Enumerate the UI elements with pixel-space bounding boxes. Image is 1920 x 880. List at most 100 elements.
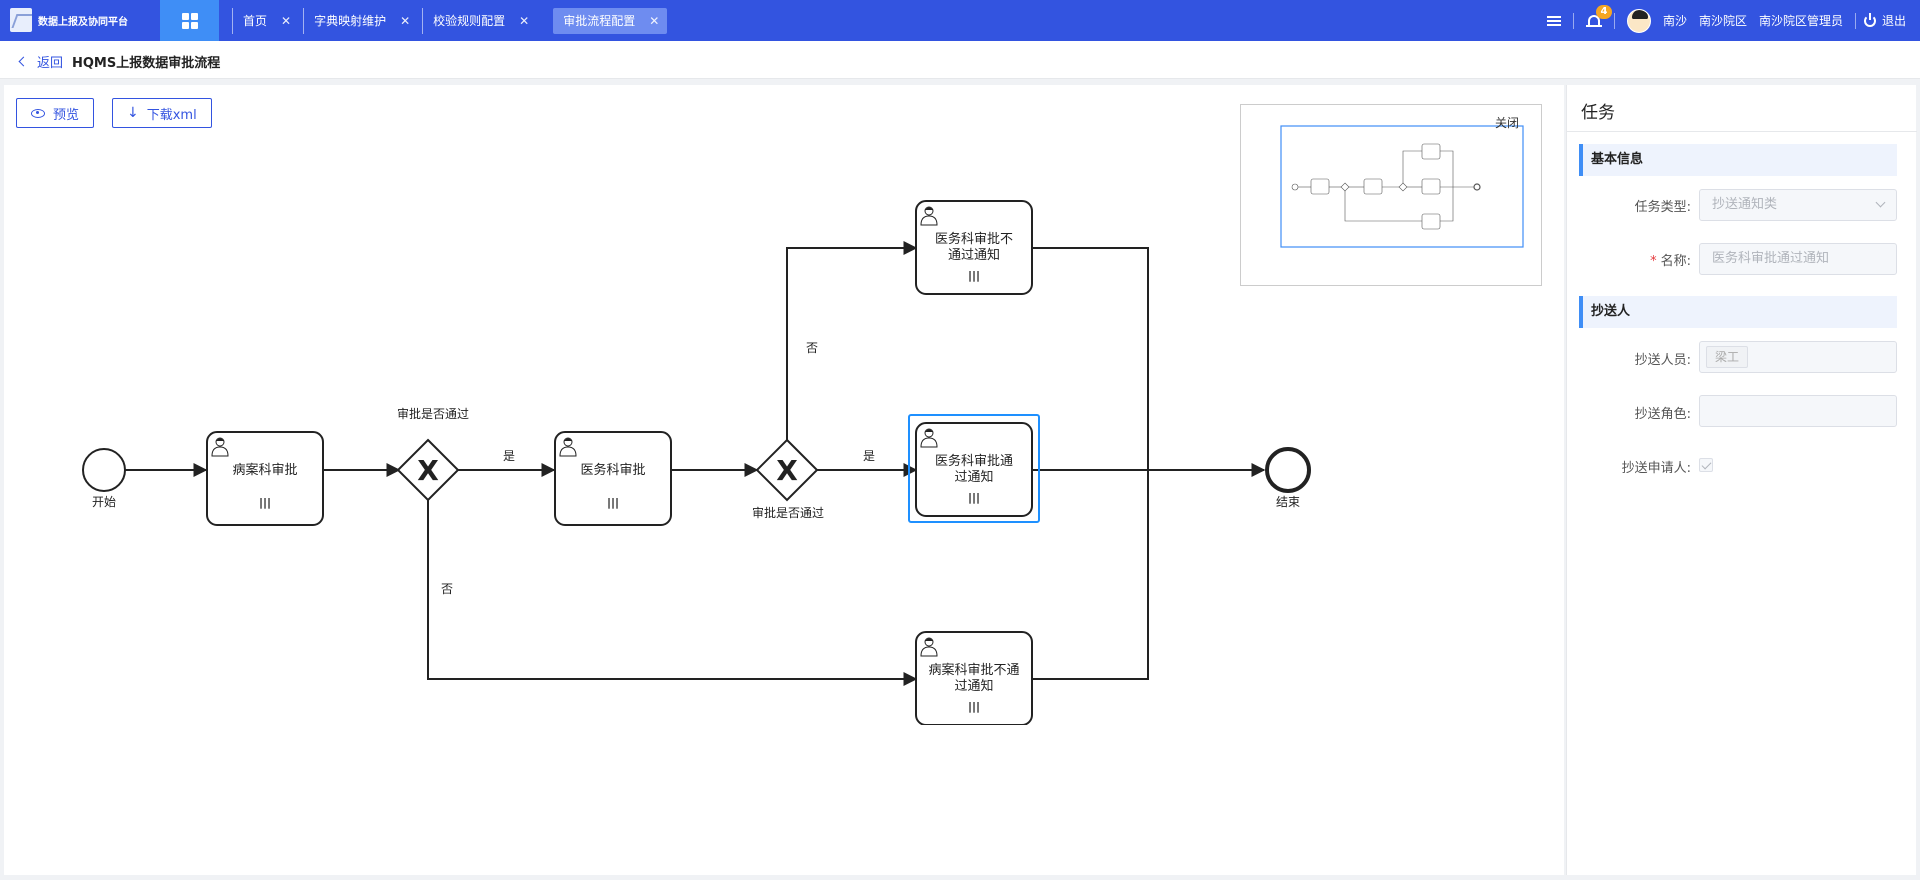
name-label: *名称: bbox=[1567, 250, 1691, 269]
multi-instance-marker: ||| bbox=[607, 496, 619, 509]
eye-icon bbox=[31, 108, 45, 118]
campus-name[interactable]: 南沙院区 bbox=[1698, 14, 1747, 28]
name-input[interactable]: 医务科审批通过通知 bbox=[1699, 243, 1897, 275]
app-logo bbox=[10, 8, 32, 32]
flow-label-yes: 是 bbox=[863, 449, 875, 463]
multi-instance-marker: ||| bbox=[968, 700, 980, 713]
user-name[interactable]: 南沙 bbox=[1662, 14, 1687, 28]
multi-instance-marker: ||| bbox=[259, 496, 271, 509]
cc-roles-label: 抄送角色: bbox=[1634, 407, 1691, 422]
name-value: 医务科审批通过通知 bbox=[1712, 251, 1830, 266]
task-label-line2: 过通知 bbox=[954, 678, 993, 694]
selection-outline bbox=[908, 414, 1040, 523]
list-icon[interactable] bbox=[1546, 15, 1561, 27]
minimap-close-button[interactable]: 关闭 bbox=[1494, 116, 1519, 130]
task-label: 病案科审批 bbox=[232, 463, 297, 478]
task-medical-approval: 医务科审批 ||| bbox=[554, 431, 672, 526]
back-label: 返回 bbox=[37, 56, 64, 71]
flow-rejects-merge bbox=[1032, 247, 1149, 680]
download-xml-button[interactable]: ↓ 下载xml bbox=[112, 98, 212, 128]
tab-label: 首页 bbox=[243, 14, 268, 28]
gateway-marker: X bbox=[417, 454, 439, 487]
section-cc[interactable]: 抄送人 bbox=[1579, 296, 1897, 328]
start-event bbox=[82, 448, 126, 492]
properties-panel: 任务 基本信息 任务类型: 抄送通知类 *名称: 医务科审批通过通知 抄送人 抄… bbox=[1566, 85, 1917, 875]
app-title: 数据上报及协同平台 bbox=[38, 17, 128, 28]
multi-instance-marker: ||| bbox=[968, 491, 980, 504]
gateway-1: X 审批是否通过 bbox=[396, 406, 469, 502]
close-icon[interactable]: ✕ bbox=[400, 13, 411, 28]
back-button[interactable]: 返回 bbox=[18, 52, 64, 71]
minimap[interactable]: 关闭 bbox=[1240, 104, 1542, 286]
bpmn-diagram: 开始 结束 病案科审批 ||| X 审批是否通过 是 否 医务科审批 ||| bbox=[82, 200, 1311, 725]
logout-button[interactable]: 退出 bbox=[1881, 14, 1906, 28]
sequence-flows bbox=[125, 241, 1266, 686]
gateway-label: 审批是否通过 bbox=[752, 505, 824, 520]
user-role[interactable]: 南沙院区管理员 bbox=[1758, 14, 1843, 28]
name-label-text: 名称: bbox=[1660, 254, 1691, 269]
cc-users-select[interactable]: 梁工 bbox=[1699, 341, 1897, 373]
tab-home[interactable]: 首页 ✕ bbox=[232, 7, 299, 34]
gateway-marker: X bbox=[776, 454, 798, 487]
download-label: 下载xml bbox=[146, 107, 197, 123]
task-label-line1: 病案科审批不通 bbox=[928, 663, 1019, 678]
tab-validation-rules[interactable]: 校验规则配置 ✕ bbox=[422, 7, 537, 34]
tab-label: 审批流程配置 bbox=[563, 14, 636, 28]
chevron-left-icon bbox=[18, 56, 29, 67]
download-arrow-icon: ↓ bbox=[127, 105, 139, 121]
task-medical-pass-notify: 医务科审批通 过通知 ||| bbox=[908, 414, 1040, 523]
task-pathology-reject-notify: 病案科审批不通 过通知 ||| bbox=[915, 631, 1033, 725]
tab-bar: 首页 ✕ 字典映射维护 ✕ 校验规则配置 ✕ 审批流程配置 ✕ bbox=[232, 0, 671, 41]
gateway-label: 审批是否通过 bbox=[397, 406, 469, 421]
divider bbox=[1854, 12, 1856, 29]
apps-menu-button[interactable] bbox=[160, 0, 219, 41]
top-bar: 数据上报及协同平台 首页✕ 字典映射维护✕ 校验规则配置✕ 审批流程配置✕ 4 … bbox=[0, 0, 1920, 41]
task-medical-reject-notify: 医务科审批不 通过通知 ||| bbox=[915, 200, 1033, 295]
cc-roles-select[interactable] bbox=[1699, 395, 1897, 427]
divider bbox=[1613, 12, 1615, 29]
user-avatar[interactable] bbox=[1626, 8, 1651, 33]
cc-users-label: 抄送人员: bbox=[1634, 353, 1691, 368]
minimap-viewport bbox=[1280, 125, 1524, 248]
divider bbox=[1567, 131, 1917, 132]
start-label: 开始 bbox=[92, 495, 116, 509]
end-label: 结束 bbox=[1276, 495, 1300, 509]
power-icon[interactable] bbox=[1863, 12, 1876, 27]
tab-label: 字典映射维护 bbox=[314, 14, 387, 28]
end-event bbox=[1265, 447, 1311, 493]
flow-gateway1-no bbox=[427, 500, 918, 686]
notification-bell-icon[interactable]: 4 bbox=[1585, 4, 1612, 29]
task-label-line1: 医务科审批不 bbox=[935, 231, 1013, 247]
page-header: 返回 HQMS上报数据审批流程 bbox=[0, 41, 1920, 79]
task-type-label: 任务类型: bbox=[1634, 200, 1691, 215]
task-label: 医务科审批 bbox=[580, 462, 645, 478]
close-icon[interactable]: ✕ bbox=[281, 13, 292, 28]
task-type-value: 抄送通知类 bbox=[1712, 197, 1778, 212]
section-basic-info[interactable]: 基本信息 bbox=[1579, 144, 1897, 176]
flow-gateway2-no bbox=[786, 241, 918, 440]
tab-approval-flow[interactable]: 审批流程配置 ✕ bbox=[553, 7, 668, 34]
apps-grid-icon bbox=[181, 12, 198, 29]
cc-applicant-label: 抄送申请人: bbox=[1621, 461, 1691, 476]
chevron-down-icon bbox=[1875, 197, 1886, 208]
close-icon[interactable]: ✕ bbox=[519, 13, 530, 28]
tab-label: 校验规则配置 bbox=[433, 14, 506, 28]
tab-dictionary-mapping[interactable]: 字典映射维护 ✕ bbox=[303, 7, 418, 34]
page-title: HQMS上报数据审批流程 bbox=[72, 56, 221, 71]
close-icon[interactable]: ✕ bbox=[649, 13, 660, 28]
task-label-line1: 医务科审批通 bbox=[935, 453, 1013, 469]
task-label-line2: 过通知 bbox=[954, 469, 993, 485]
preview-button[interactable]: 预览 bbox=[16, 98, 95, 128]
minimap-diagram bbox=[1280, 125, 1524, 248]
cc-user-tag: 梁工 bbox=[1706, 346, 1749, 368]
bpmn-canvas[interactable]: 预览 ↓ 下载xml bbox=[4, 85, 1564, 875]
notification-badge: 4 bbox=[1595, 4, 1612, 19]
preview-label: 预览 bbox=[53, 107, 80, 123]
task-pathology-approval: 病案科审批 ||| bbox=[206, 431, 324, 526]
flow-label-no: 否 bbox=[441, 582, 453, 596]
cc-applicant-checkbox[interactable] bbox=[1699, 458, 1713, 472]
task-type-select[interactable]: 抄送通知类 bbox=[1699, 189, 1897, 221]
flow-label-yes: 是 bbox=[503, 449, 515, 463]
task-label-line2: 通过通知 bbox=[948, 247, 1000, 263]
required-mark: * bbox=[1650, 254, 1657, 269]
